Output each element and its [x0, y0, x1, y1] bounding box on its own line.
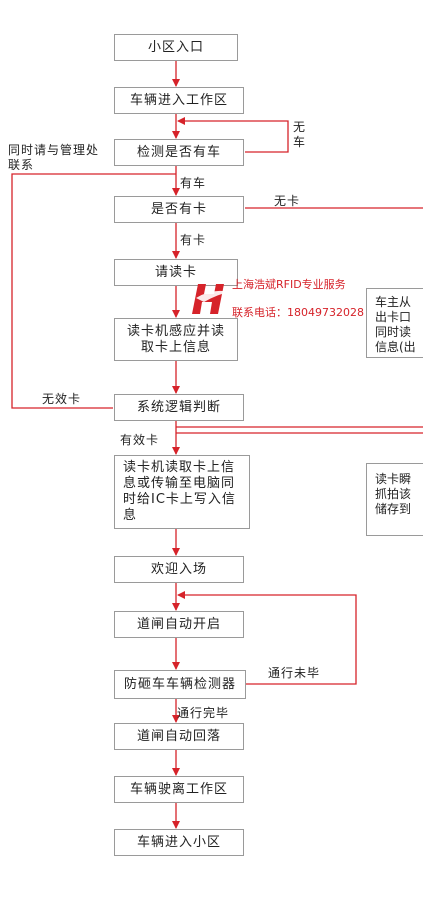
node-reader-sense: 读卡机感应并读取卡上信息 [114, 318, 238, 361]
watermark: 上海浩斌RFID专业服务 联系电话：18049732028 [190, 274, 364, 324]
side-panel-owner-line: 出卡口 [375, 310, 412, 324]
watermark-logo-icon [192, 284, 230, 314]
node-read-card: 请读卡 [114, 259, 238, 286]
node-welcome: 欢迎入场 [114, 556, 244, 583]
label-no-card: 无卡 [274, 194, 301, 208]
side-panel-owner: 车主从 出卡口 同时读 信息(出 [366, 288, 423, 358]
node-gate-close: 道闸自动回落 [114, 723, 244, 750]
watermark-phone: 联系电话：18049732028 [232, 306, 364, 319]
label-passed: 通行完毕 [177, 706, 230, 720]
watermark-company: 上海浩斌RFID专业服务 [232, 278, 346, 291]
connector-lines [11, 60, 423, 829]
label-has-car: 有车 [180, 176, 207, 190]
loop-no-car [177, 117, 289, 153]
label-have-card: 有卡 [180, 233, 207, 247]
label-no-car: 无车 [293, 120, 307, 149]
side-panel-owner-line: 信息(出 [375, 340, 416, 354]
node-vehicle-leave-zone: 车辆驶离工作区 [114, 776, 244, 803]
node-logic-judge: 系统逻辑判断 [114, 394, 244, 421]
side-panel-capture-line: 储存到 [375, 502, 412, 516]
node-gate-open: 道闸自动开启 [114, 611, 244, 638]
side-panel-owner-line: 车主从 [375, 295, 412, 309]
node-detect-car: 检测是否有车 [114, 139, 244, 166]
node-anti-smash-detector: 防砸车车辆检测器 [114, 670, 246, 699]
loop-invalid-card [11, 173, 176, 409]
side-panel-capture-line: 抓拍该 [375, 487, 412, 501]
node-vehicle-enter-zone: 车辆进入工作区 [114, 87, 244, 114]
node-write-ic: 读卡机读取卡上信息或传输至电脑同时给IC卡上写入信息 [114, 455, 250, 529]
label-valid-card: 有效卡 [120, 433, 160, 447]
node-community-entrance: 小区入口 [114, 34, 238, 61]
side-panel-capture-line: 读卡瞬 [375, 472, 412, 486]
node-has-card: 是否有卡 [114, 196, 244, 223]
side-panel-capture: 读卡瞬 抓拍该 储存到 [366, 463, 423, 536]
label-contact-admin: 同时请与管理处联系 [8, 143, 100, 172]
loop-not-passed [177, 591, 357, 685]
label-invalid-card: 无效卡 [42, 392, 82, 406]
label-not-passed: 通行未毕 [268, 666, 321, 680]
node-vehicle-enter-community: 车辆进入小区 [114, 829, 244, 856]
side-panel-owner-line: 同时读 [375, 325, 412, 339]
